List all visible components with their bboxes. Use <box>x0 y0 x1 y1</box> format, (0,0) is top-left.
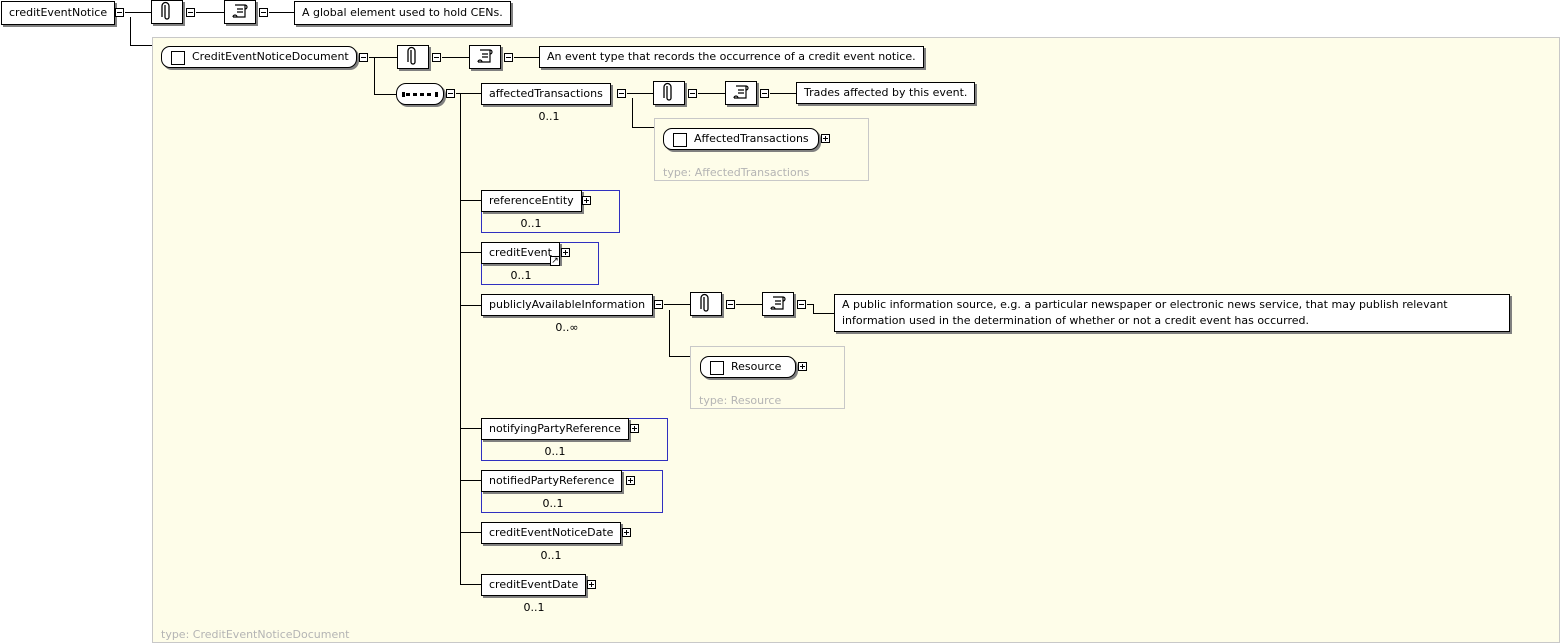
paperclip-icon <box>161 1 170 20</box>
affected-transactions-type-box[interactable]: AffectedTransactions <box>663 128 819 150</box>
publicly-available-information-documentation-toggle[interactable] <box>797 300 806 309</box>
affected-transactions-box[interactable]: affectedTransactions <box>481 83 611 105</box>
paperclip-icon <box>700 293 709 312</box>
checkbox-icon <box>171 51 185 65</box>
affected-transactions-occurs: 0..1 <box>538 110 560 123</box>
root-documentation-box[interactable] <box>224 0 256 24</box>
scroll-icon <box>477 49 493 63</box>
sequence-compositor[interactable] <box>396 83 444 105</box>
sequence-icon <box>402 92 438 97</box>
root-annotation-toggle[interactable] <box>186 8 195 17</box>
credit-event-box[interactable]: creditEvent <box>481 242 560 264</box>
root-element-box[interactable]: creditEventNotice <box>1 1 116 25</box>
document-type-name: CreditEventNoticeDocument <box>192 50 349 63</box>
root-documentation-text: A global element used to hold CENs. <box>294 1 511 25</box>
publicly-available-information-occurs: 0..∞ <box>555 321 579 334</box>
credit-event-occurs: 0..1 <box>510 269 532 282</box>
scroll-icon <box>733 85 749 99</box>
resource-type-label: type: Resource <box>699 394 782 407</box>
credit-event-date-occurs: 0..1 <box>523 601 545 614</box>
affected-transactions-documentation-toggle[interactable] <box>760 89 769 98</box>
publicly-available-information-box[interactable]: publiclyAvailableInformation <box>481 294 654 316</box>
document-type-toggle[interactable] <box>359 53 368 62</box>
reference-entity-expand[interactable] <box>582 196 591 205</box>
publicly-available-information-toggle[interactable] <box>654 300 663 309</box>
document-documentation-box[interactable] <box>469 45 501 69</box>
scroll-icon <box>770 296 786 310</box>
affected-transactions-documentation-text: Trades affected by this event. <box>796 82 976 104</box>
affected-transactions-documentation-box[interactable] <box>725 81 757 105</box>
paperclip-icon <box>663 82 672 101</box>
affected-transactions-type-label: type: AffectedTransactions <box>663 166 810 179</box>
publicly-available-information-documentation-box[interactable] <box>762 292 794 316</box>
credit-event-date-expand[interactable] <box>587 580 596 589</box>
credit-event-notice-date-expand[interactable] <box>622 528 631 537</box>
resource-type-box[interactable]: Resource <box>700 356 796 378</box>
checkbox-icon <box>673 133 687 147</box>
sequence-toggle[interactable] <box>446 89 455 98</box>
document-documentation-text: An event type that records the occurrenc… <box>539 46 924 68</box>
root-collapse-toggle[interactable] <box>115 8 124 17</box>
credit-event-notice-date-box[interactable]: creditEventNoticeDate <box>481 522 622 544</box>
credit-event-expand[interactable] <box>561 248 570 257</box>
document-annotation-toggle[interactable] <box>432 53 441 62</box>
publicly-available-information-documentation-text: A public information source, e.g. a part… <box>834 294 1510 332</box>
scroll-icon <box>232 4 248 18</box>
credit-event-notice-date-occurs: 0..1 <box>540 549 562 562</box>
root-element-name: creditEventNotice <box>9 6 108 19</box>
publicly-available-information-annotation-toggle[interactable] <box>726 300 735 309</box>
resource-type-expand[interactable] <box>798 362 807 371</box>
notified-party-reference-box[interactable]: notifiedPartyReference <box>481 470 623 492</box>
publicly-available-information-annotation-box[interactable] <box>690 292 722 316</box>
root-documentation-toggle[interactable] <box>259 8 268 17</box>
credit-event-date-box[interactable]: creditEventDate <box>481 574 587 596</box>
reference-entity-box[interactable]: referenceEntity <box>481 190 582 212</box>
paperclip-icon <box>407 46 416 65</box>
checkbox-icon <box>710 361 724 375</box>
affected-transactions-toggle[interactable] <box>617 89 626 98</box>
notifying-party-reference-occurs: 0..1 <box>544 445 566 458</box>
notified-party-reference-expand[interactable] <box>626 476 635 485</box>
affected-transactions-annotation-toggle[interactable] <box>688 89 697 98</box>
document-annotation-box[interactable] <box>397 45 429 69</box>
document-type-box[interactable]: CreditEventNoticeDocument <box>161 46 357 68</box>
root-annotation-box[interactable] <box>151 0 183 24</box>
affected-transactions-type-expand[interactable] <box>821 134 830 143</box>
affected-transactions-annotation-box[interactable] <box>653 81 685 105</box>
notifying-party-reference-box[interactable]: notifyingPartyReference <box>481 418 629 440</box>
document-documentation-toggle[interactable] <box>504 53 513 62</box>
notified-party-reference-occurs: 0..1 <box>542 497 564 510</box>
reference-entity-occurs: 0..1 <box>520 217 542 230</box>
reference-arrow-icon: ↗ <box>550 256 560 266</box>
notifying-party-reference-expand[interactable] <box>630 424 639 433</box>
document-type-label: type: CreditEventNoticeDocument <box>161 628 350 641</box>
